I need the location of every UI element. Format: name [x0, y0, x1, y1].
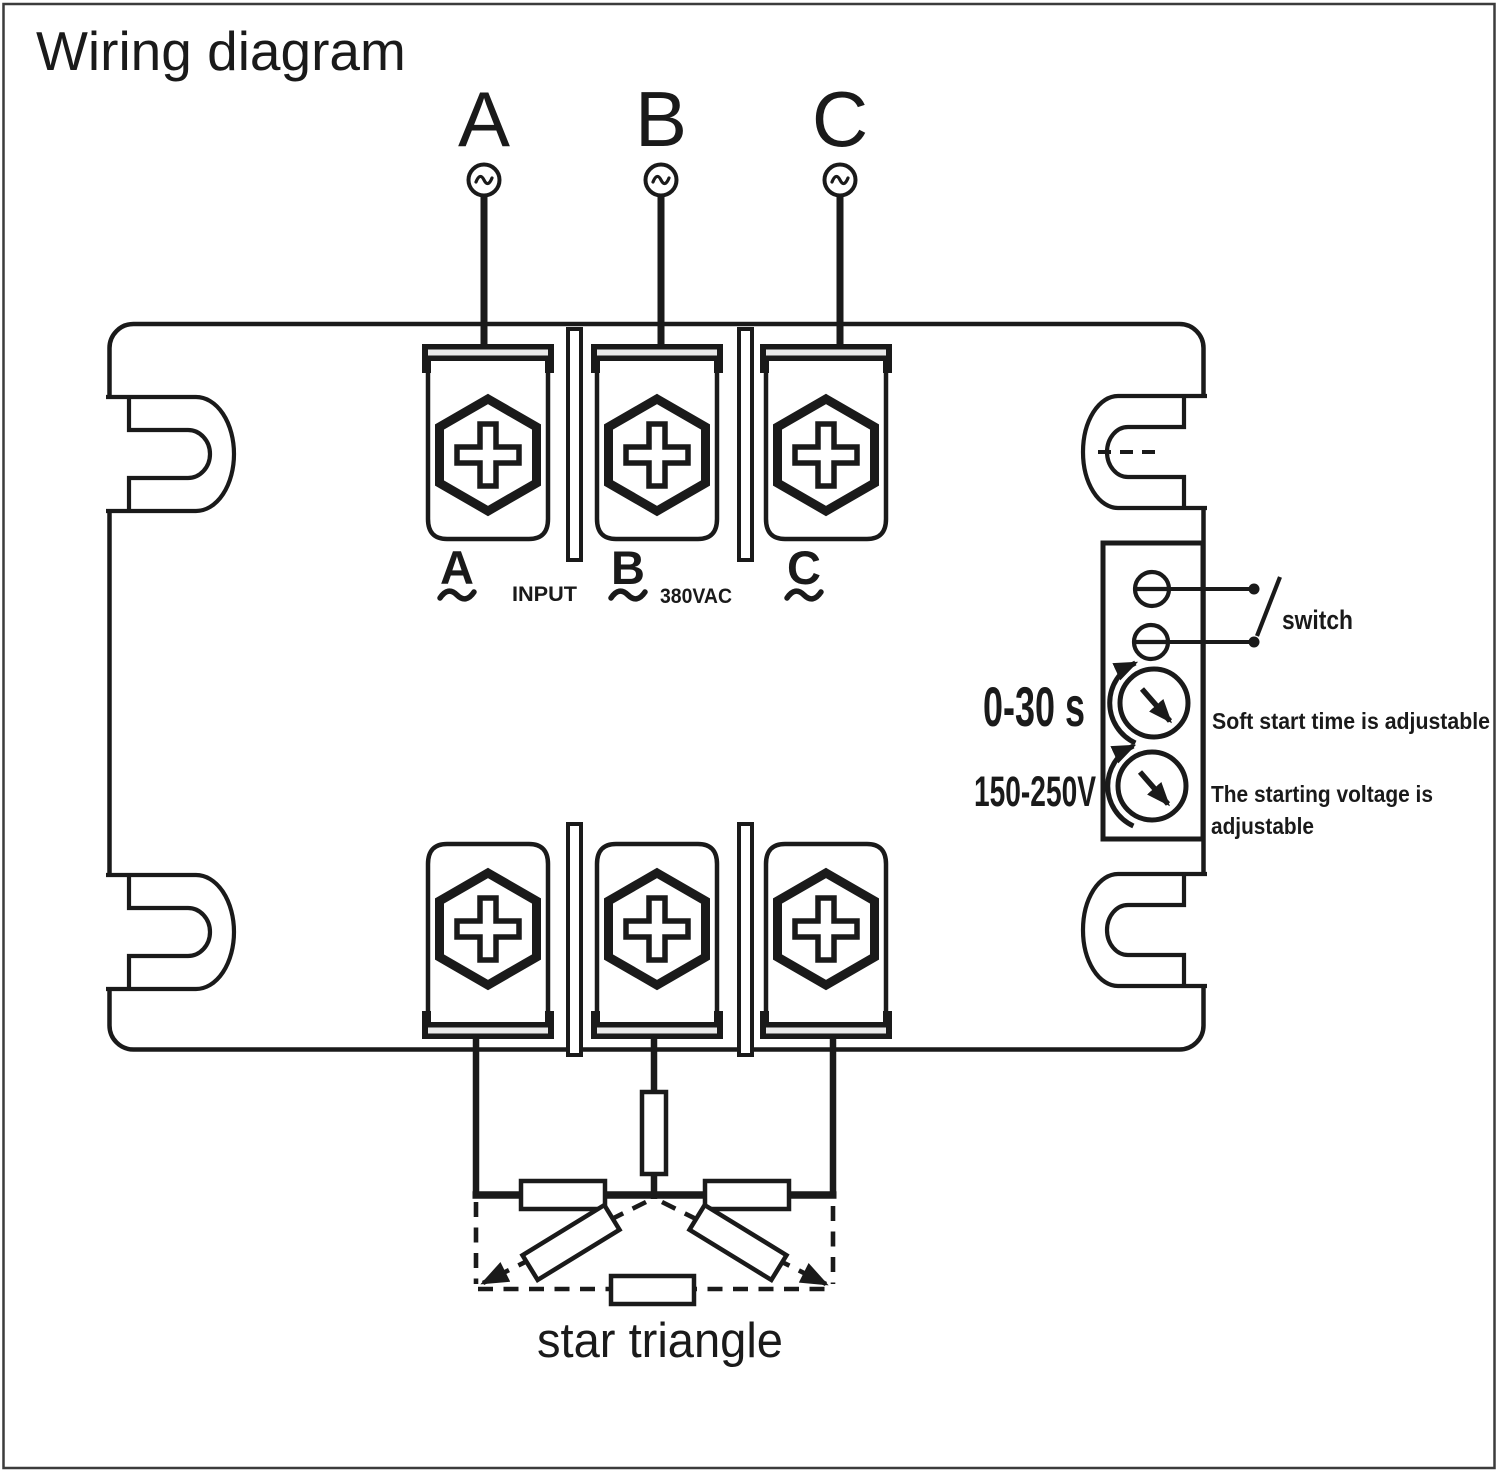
voltage-range-label: 150-250V	[974, 768, 1096, 816]
start-voltage-potentiometer-icon	[1108, 746, 1186, 826]
ac-tilde-icon	[608, 588, 648, 602]
mounting-slot-bottom-right-icon	[1083, 874, 1207, 986]
input-label: INPUT	[512, 582, 577, 606]
ac-tilde-icon	[784, 588, 824, 602]
voltage-note-line1: The starting voltage is	[1211, 781, 1433, 807]
resistor-delta-right-icon	[686, 1201, 790, 1284]
input-terminal-separator	[566, 327, 583, 562]
page-title: Wiring diagram	[36, 20, 406, 82]
soft-start-range-label: 0-30 s	[983, 675, 1085, 738]
soft-start-note: Soft start time is adjustable	[1212, 708, 1490, 734]
input-label-b: B	[611, 541, 645, 594]
switch-lever-icon	[1255, 576, 1282, 637]
mounting-slot-bottom-left-icon	[106, 875, 234, 989]
delta-dashed-diagonal-right	[660, 1199, 829, 1287]
input-label-a: A	[440, 541, 474, 594]
input-label-c: C	[787, 541, 821, 594]
switch-contact-dot	[1248, 583, 1260, 595]
voltage-note-line2: adjustable	[1211, 813, 1314, 839]
input-terminal-a-screw-icon	[422, 344, 554, 539]
switch-contact-dot	[1248, 636, 1260, 648]
output-terminal-separator	[566, 822, 583, 1057]
input-terminal-c-screw-icon	[760, 344, 892, 539]
mounting-slot-top-left-icon	[106, 397, 234, 511]
input-terminal-separator	[737, 327, 754, 562]
output-terminal-a-screw-icon	[422, 844, 554, 1039]
switch-label: switch	[1282, 605, 1353, 635]
resistor-bus-left-icon	[518, 1178, 608, 1212]
star-triangle-label: star triangle	[537, 1314, 783, 1368]
resistor-delta-left-icon	[519, 1201, 623, 1284]
output-terminal-separator	[737, 822, 754, 1057]
output-terminal-c-screw-icon	[760, 844, 892, 1039]
resistor-middle-vertical-icon	[639, 1089, 669, 1177]
phase-a-label: A	[458, 75, 510, 163]
ac-tilde-icon	[437, 588, 477, 602]
soft-start-time-potentiometer-icon	[1110, 663, 1188, 743]
resistor-bus-right-icon	[702, 1178, 792, 1212]
phase-b-label: B	[635, 75, 687, 163]
resistor-delta-bottom-icon	[608, 1273, 697, 1307]
input-terminal-b-screw-icon	[591, 344, 723, 539]
voltage-label: 380VAC	[660, 584, 732, 608]
output-terminal-b-screw-icon	[591, 844, 723, 1039]
phase-c-label: C	[812, 75, 868, 163]
